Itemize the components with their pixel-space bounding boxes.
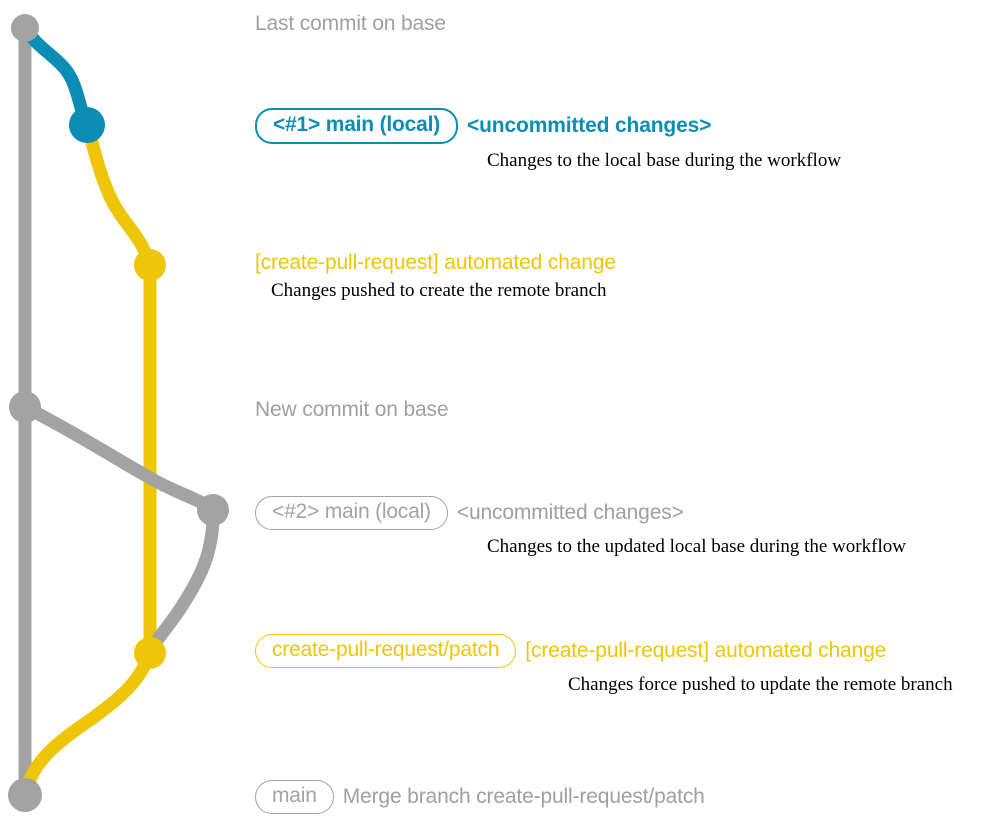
branch-pill-local-main-2[interactable]: <#2> main (local) [255, 496, 448, 531]
commit-row-head: <#2> main (local) <uncommitted changes> [255, 496, 906, 531]
commit-row-base-merge-commit: main Merge branch create-pull-request/pa… [255, 780, 705, 815]
node-base-merge [8, 778, 42, 812]
commit-description-remote-automated-change-1: Changes pushed to create the remote bran… [271, 280, 607, 302]
node-base-new-commit [9, 391, 41, 423]
commit-row-head: create-pull-request/patch [create-pull-r… [255, 634, 953, 669]
commit-message-remote-automated-change-1: [create-pull-request] automated change [255, 251, 616, 274]
node-base-last-commit [11, 14, 39, 42]
commit-row-head: main Merge branch create-pull-request/pa… [255, 780, 705, 815]
commit-nodes [8, 14, 229, 812]
branch-pill-create-pull-request-patch[interactable]: create-pull-request/patch [255, 634, 517, 669]
commit-message-remote-automated-change-2: [create-pull-request] automated change [525, 639, 887, 662]
edge-remote-patch-2-to-merge [18, 646, 157, 802]
commit-row-last-commit-on-base: Last commit on base [255, 12, 446, 36]
commit-description-local-main-2: Changes to the updated local base during… [487, 536, 906, 558]
node-remote-patch-2 [134, 637, 166, 669]
commit-row-head: <#1> main (local) <uncommitted changes> [255, 108, 841, 145]
commit-description-remote-patch-branch: Changes force pushed to update the remot… [568, 674, 953, 696]
commit-description-local-main-1: Changes to the local base during the wor… [487, 150, 842, 172]
node-remote-patch-1 [134, 249, 166, 281]
branch-pill-local-main-1[interactable]: <#1> main (local) [255, 108, 459, 145]
commit-row-local-main-1: <#1> main (local) <uncommitted changes> … [255, 108, 841, 172]
commit-label-new-commit-on-base: New commit on base [255, 398, 449, 421]
edge-local-main-1-to-remote-patch-1 [80, 118, 157, 272]
commit-message-local-main-1: <uncommitted changes> [467, 114, 712, 137]
commit-message-base-merge-commit: Merge branch create-pull-request/patch [342, 785, 705, 808]
edge-local-main-2-to-remote-patch-2 [143, 503, 220, 660]
commit-row-remote-automated-change-1: [create-pull-request] automated change C… [255, 251, 616, 302]
edge-base-to-local-main-2 [18, 400, 220, 517]
commit-row-local-main-2: <#2> main (local) <uncommitted changes> … [255, 496, 906, 558]
commit-row-new-commit-on-base: New commit on base [255, 398, 449, 422]
commit-label-last-commit-on-base: Last commit on base [255, 12, 446, 35]
branch-pill-main[interactable]: main [255, 780, 334, 815]
node-local-main-1 [69, 107, 105, 143]
commit-row-head: [create-pull-request] automated change [255, 251, 616, 274]
commit-message-local-main-2: <uncommitted changes> [456, 501, 684, 524]
commit-row-remote-patch-branch: create-pull-request/patch [create-pull-r… [255, 634, 953, 696]
node-local-main-2 [197, 494, 229, 526]
